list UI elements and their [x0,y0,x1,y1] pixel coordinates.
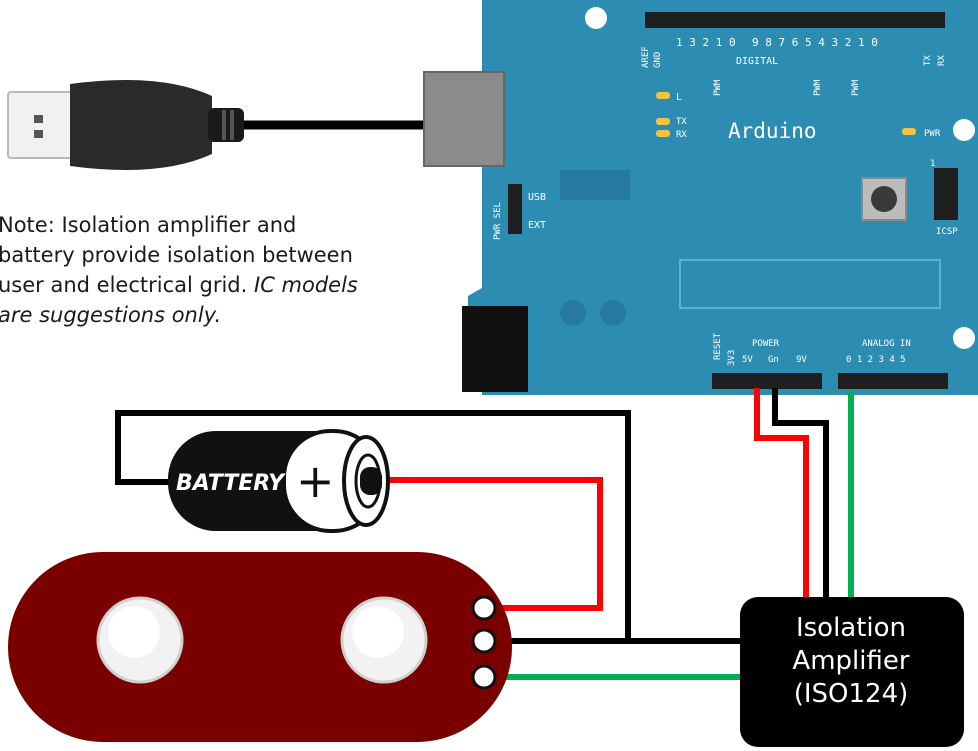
led-pwr [902,128,916,135]
isolation-amplifier-box [740,597,964,747]
isolation-amplifier-label: Isolation Amplifier (ISO124) [742,612,960,711]
wire-black-arduino-gnd [772,388,829,598]
label-pwm-2: PWM [813,79,823,96]
power-jack [462,306,528,392]
label-digital: DIGITAL [736,56,778,67]
wires [115,388,854,680]
analog-header [838,373,948,389]
label-pwm-3: PWM [851,79,861,96]
wire-red-battery [384,477,603,611]
label-icsp: ICSP [936,227,958,237]
label-pwm-1: PWM [713,79,723,96]
usb-metal-plug [7,91,79,159]
battery-label: BATTERY [176,471,286,496]
icsp-header [934,168,958,220]
chip-small [560,170,630,200]
label-analog-in: ANALOG IN [862,339,911,349]
sensor-pin-3 [471,664,497,690]
electrode-left-highlight [108,606,160,658]
amp-line-1: Isolation [795,613,907,643]
amp-line-2: Amplifier [792,646,910,676]
amp-line-3: (ISO124) [793,679,909,709]
label-gn: Gn [768,355,779,365]
reset-button-cap [871,186,897,212]
capacitor-1 [560,300,586,326]
label-rxd: RX [937,55,947,66]
sensor-pcb [8,552,512,742]
usb-grip-1 [222,110,226,140]
label-reset: RESET [713,332,723,360]
digital-header [645,12,945,28]
label-rx: RX [676,130,687,140]
label-digital-low: 9 8 7 6 5 4 3 2 1 0 [752,36,878,49]
label-usb: USB [528,192,546,203]
label-9v: 9V [796,355,807,365]
mount-hole-top [585,7,607,29]
microcontroller-outline [679,259,941,309]
note-text: Note: Isolation amplifier and battery pr… [0,213,353,297]
sensor-pin-1 [471,595,497,621]
label-tx: TX [676,117,687,127]
power-header [712,373,822,389]
sensor-board [8,552,512,742]
capacitor-2 [600,300,626,326]
usb-b-connector [423,71,505,167]
usb-plug-hole-1 [34,115,43,123]
label-aref: AREF [641,46,651,68]
label-power: POWER [752,339,780,349]
label-digital-high: 1 3 2 1 0 [676,36,736,49]
arduino-pcb [468,0,978,395]
label-5v: 5V [742,355,753,365]
led-rx [656,130,670,137]
battery-terminal-nub [360,467,382,495]
mount-hole-right-top [953,119,975,141]
usb-plug-hole-2 [34,130,43,138]
battery: BATTERY + [168,429,390,533]
note-italic: IC models are suggestions only. [0,273,358,327]
arduino-board: Arduino AREF GND 1 3 2 1 0 9 8 7 6 5 4 3… [423,0,978,395]
label-ext: EXT [528,220,546,231]
label-analog-pins: 0 1 2 3 4 5 [846,355,906,365]
wire-red-arduino-5v [754,388,809,598]
electrode-right-highlight [352,606,404,658]
label-pwr: PWR [924,129,941,139]
led-tx [656,118,670,125]
usb-grip-2 [230,110,234,140]
battery-plus-sign: + [296,454,335,508]
label-gnd: GND [653,52,663,68]
arduino-logo-text: Arduino [728,119,817,143]
wire-black-ground-loop [115,410,631,644]
usb-plug-housing [70,80,212,170]
label-icsp-one: 1 [930,159,935,169]
mount-hole-right-bottom [953,327,975,349]
usb-cable [7,80,430,170]
label-l: L [676,92,682,103]
pwr-sel-jumper [508,184,522,234]
label-3v3: 3V3 [727,350,737,366]
sensor-pin-2 [471,628,497,654]
led-l [656,92,670,99]
label-pwr-sel: PWR SEL [493,202,503,240]
label-txd: TX [923,55,933,66]
isolation-note: Note: Isolation amplifier and battery pr… [0,210,378,330]
